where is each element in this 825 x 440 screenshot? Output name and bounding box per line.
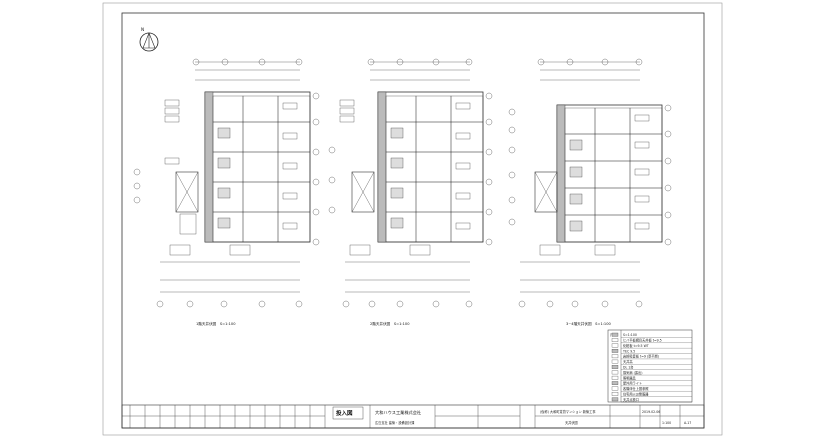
legend-swatch [611, 370, 619, 375]
legend-swatch [611, 392, 619, 396]
legend-row-text: 岩綿吸音板 t=9 (準不燃) [623, 354, 659, 359]
office-name: 広島支社 建築・設備設計課 [375, 420, 415, 425]
plan-3-caption: 3~4階天井伏図 S=1:100 [566, 321, 612, 326]
sheet-number: A-17 [684, 421, 691, 425]
project-name: (仮称) 大和町賃貸マンション 新築工事 [540, 409, 596, 414]
legend-swatch [611, 397, 619, 402]
legend-swatch [611, 365, 619, 369]
north-label: N [141, 27, 144, 32]
legend-row-text: TEC 9.5 [622, 349, 635, 353]
drawing-name: 天井伏図 [565, 420, 578, 425]
legend-row-text: S=1:100 [623, 333, 637, 337]
drawing-type-label: 投入図 [336, 409, 353, 417]
legend-swatch [611, 375, 619, 380]
north-arrow-icon: N [139, 27, 159, 52]
company-name: 大和ハウス工業株式会社 [375, 409, 421, 416]
legend-row-text: 各階床仕上図参照 [623, 386, 649, 391]
title-block [121, 404, 705, 429]
legend-row-text: 天井点検口 [623, 397, 639, 402]
legend-swatch [611, 343, 619, 348]
sheet-outer-border [102, 2, 723, 436]
legend-row-text: 天井高 [623, 359, 633, 364]
floor-plan-1 [133, 58, 320, 308]
legend-swatch [611, 338, 619, 342]
legend-row-text: DL 1台 [623, 364, 633, 369]
drawing-scale: 1:100 [662, 421, 671, 425]
floor-plan-3 [508, 58, 672, 308]
legend-swatch [611, 354, 619, 359]
legend-row-text: 屋外用ライト [623, 381, 642, 386]
legend-row-text: 化粧板 t=9.5 WT [623, 343, 649, 348]
legend-row-text: 住宅用火災警報器 [623, 391, 649, 396]
legend-swatch [611, 381, 619, 385]
legend-row-text: ヒバ平板網目天井板 t=9.5 [623, 338, 662, 343]
legend-swatch [611, 359, 619, 364]
legend-row-text: 換気扇 (露出) [623, 370, 642, 375]
drawing-date: 2019.02.06 [642, 410, 660, 414]
legend-swatch [611, 349, 619, 353]
plan-2-caption: 2階天井伏図 S=1:100 [370, 321, 410, 326]
legend-swatch [611, 386, 619, 391]
plan-1-caption: 1階天井伏図 S=1:100 [196, 321, 236, 326]
legend-row-text: 照明器具 [623, 375, 637, 380]
floor-plan-2 [328, 58, 493, 308]
legend-swatch [611, 332, 619, 337]
